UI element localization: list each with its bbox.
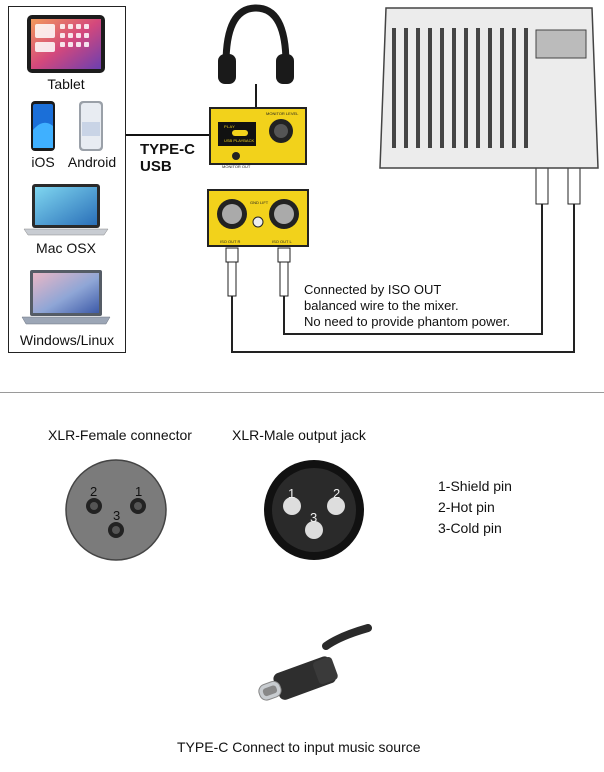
mac-laptop-image: [23, 184, 109, 236]
pin-legend-1: 1-Shield pin: [438, 478, 512, 494]
section-divider: [0, 392, 604, 393]
iso-out-l-label: ISO OUT L: [272, 239, 292, 244]
mixer-image: [379, 7, 599, 169]
xlr-male-title: XLR-Male output jack: [232, 427, 366, 443]
usb-c-connector-image: [258, 624, 372, 701]
xlr-female-connector: 2 1 3: [65, 459, 167, 561]
xlr-plug-left: [225, 247, 239, 297]
connection-note: Connected by ISO OUT balanced wire to th…: [304, 282, 510, 330]
gnd-lift-label: GND LIFT: [250, 200, 269, 205]
monitor-panel: [209, 107, 307, 165]
cable-right: [283, 204, 543, 335]
play-label: PLAY: [224, 124, 236, 129]
headphones-image: [218, 4, 294, 110]
pin-legend-3: 3-Cold pin: [438, 520, 502, 536]
windows-laptop-image: [21, 270, 111, 325]
cable-label-line1: TYPE-C: [140, 141, 196, 158]
xlr-plug-right: [277, 247, 291, 297]
female-pin-a: 2: [90, 484, 97, 499]
connection-note-line3: No need to provide phantom power.: [304, 314, 510, 329]
connection-note-line1: Connected by ISO OUT: [304, 282, 442, 297]
connection-diagram: [126, 4, 599, 353]
label-mac: Mac OSX: [36, 240, 96, 256]
pin-legend-2: 2-Hot pin: [438, 499, 495, 515]
playback-label: USB PLAYBACK: [224, 138, 255, 143]
iphone-image: [31, 101, 55, 151]
mixer-plug-2: [567, 163, 581, 205]
male-pin-c: 3: [310, 510, 317, 525]
cable-left: [231, 204, 575, 353]
device-list-box: [8, 6, 126, 353]
connection-note-line2: balanced wire to the mixer.: [304, 298, 459, 313]
label-windows: Windows/Linux: [19, 332, 115, 348]
pin-legend: 1-Shield pin 2-Hot pin 3-Cold pin: [438, 476, 512, 539]
cable-label-line2: USB: [140, 158, 172, 175]
female-pin-c: 3: [113, 508, 120, 523]
android-phone-image: [79, 101, 103, 151]
tablet-image: [27, 15, 105, 73]
male-pin-b: 2: [333, 486, 340, 501]
female-pin-b: 1: [135, 484, 142, 499]
xlr-male-connector: 1 2 3: [264, 460, 364, 560]
label-android: Android: [67, 154, 117, 170]
label-ios: iOS: [31, 154, 55, 170]
monitor-out-label: MONITOR OUT: [222, 164, 251, 169]
usb-caption: TYPE-C Connect to input music source: [177, 739, 421, 755]
xlr-female-title: XLR-Female connector: [48, 427, 192, 443]
male-pin-a: 1: [288, 486, 295, 501]
monitor-level-label: MONITOR LEVEL: [266, 111, 299, 116]
mixer-plug-1: [535, 163, 549, 205]
label-tablet: Tablet: [47, 76, 85, 92]
iso-out-panel: [207, 189, 309, 247]
cable-label: TYPE-C USB: [140, 141, 195, 175]
iso-out-r-label: ISO OUT R: [220, 239, 241, 244]
